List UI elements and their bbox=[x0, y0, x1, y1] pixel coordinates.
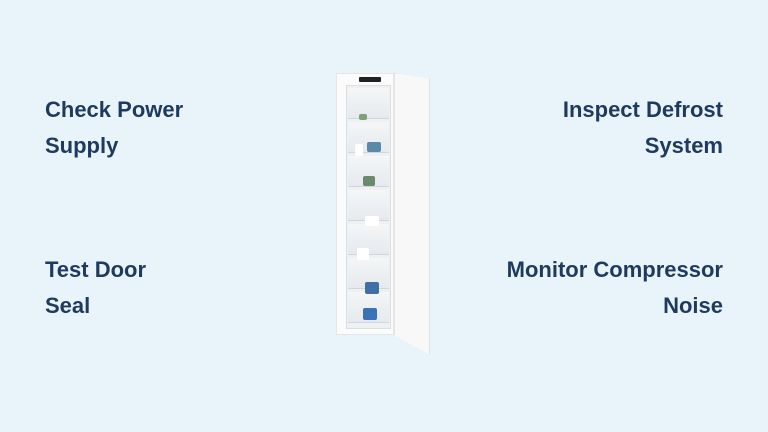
check-power-supply-label: Check Power Supply bbox=[45, 92, 183, 164]
label-line-1: Test Door bbox=[45, 257, 147, 282]
food-container bbox=[365, 282, 379, 294]
food-container bbox=[367, 142, 381, 152]
label-line-2: System bbox=[644, 133, 723, 158]
label-line-1: Check Power bbox=[45, 97, 184, 122]
food-container bbox=[359, 114, 367, 120]
label-line-2: Supply bbox=[45, 133, 119, 158]
label-line-1: Inspect Defrost bbox=[562, 97, 723, 122]
food-container bbox=[363, 176, 375, 186]
freezer-cabinet bbox=[336, 73, 394, 335]
drawer bbox=[348, 88, 389, 119]
food-container bbox=[365, 216, 379, 226]
freezer-image bbox=[336, 73, 430, 355]
label-line-1: Monitor Compressor bbox=[506, 257, 723, 282]
freezer-door bbox=[394, 73, 430, 355]
label-line-2: Noise bbox=[663, 293, 723, 318]
control-display bbox=[359, 77, 381, 82]
inspect-defrost-system-label: Inspect Defrost System bbox=[563, 92, 723, 164]
monitor-compressor-noise-label: Monitor Compressor Noise bbox=[507, 252, 723, 324]
food-container bbox=[363, 308, 377, 320]
test-door-seal-label: Test Door Seal bbox=[45, 252, 146, 324]
label-line-2: Seal bbox=[45, 293, 91, 318]
food-container bbox=[357, 248, 369, 260]
food-container bbox=[355, 144, 363, 156]
freezer-interior bbox=[346, 85, 391, 329]
